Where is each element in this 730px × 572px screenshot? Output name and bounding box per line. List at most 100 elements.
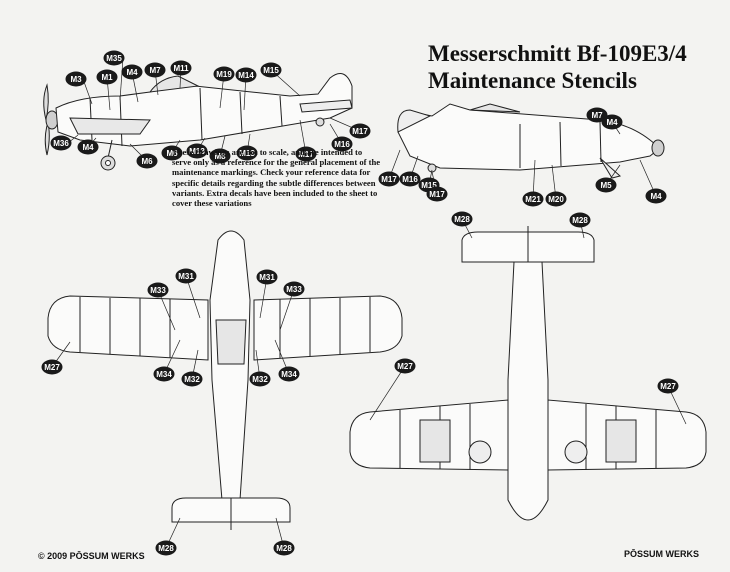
callout-bubble (121, 64, 143, 80)
underside-planform-view (349, 226, 707, 521)
callout-bubble (213, 66, 235, 82)
callout-m27-bottom: M27 (657, 378, 679, 394)
callout-label: M28 (572, 216, 588, 225)
callout-label: M32 (252, 375, 268, 384)
callout-label: M35 (106, 54, 122, 63)
callout-bubble (586, 107, 608, 123)
callout-bubble (645, 188, 667, 204)
copyright-notice: © 2009 PŌSSUM WERKS (38, 551, 145, 561)
callout-bubble (657, 378, 679, 394)
scale-disclaimer-note: These drawings are not to scale, and are… (172, 147, 381, 209)
callout-bubble (595, 177, 617, 193)
callout-label: M4 (126, 68, 138, 77)
callout-bubble (50, 135, 72, 151)
callout-bubble (181, 371, 203, 387)
callout-bubble (394, 358, 416, 374)
callout-label: M3 (70, 75, 82, 84)
callout-label: M15 (421, 181, 437, 190)
callout-m7-port-side: M7 (144, 62, 166, 78)
callout-bubble (331, 136, 353, 152)
callout-m4-starboard-side: M4 (601, 114, 623, 130)
callout-label: M32 (184, 375, 200, 384)
callout-label: M16 (402, 175, 418, 184)
callout-label: M31 (259, 273, 275, 282)
callout-bubble (378, 171, 400, 187)
callout-label: M19 (216, 70, 232, 79)
callout-label: M31 (178, 272, 194, 281)
callout-bubble (236, 145, 258, 161)
callout-label: M6 (141, 157, 153, 166)
callout-bubble (283, 281, 305, 297)
callout-bubble (273, 540, 295, 556)
callout-m6-port-side: M6 (161, 145, 183, 161)
callout-bubble (144, 62, 166, 78)
callout-bubble (153, 366, 175, 382)
callout-m17-port-side: M17 (295, 146, 317, 162)
callout-label: M27 (397, 362, 413, 371)
callout-m6-port-side: M6 (136, 153, 158, 169)
callout-m32-top: M32 (181, 371, 203, 387)
callout-m4-port-side: M4 (121, 64, 143, 80)
callout-bubble (161, 145, 183, 161)
callout-label: M28 (158, 544, 174, 553)
callout-bubble (349, 123, 371, 139)
callout-label: M6 (166, 149, 178, 158)
callout-bubble (278, 366, 300, 382)
callout-label: M1 (101, 73, 113, 82)
callout-m28-bottom: M28 (451, 211, 473, 227)
callout-m33-top: M33 (147, 282, 169, 298)
callout-bubble (545, 191, 567, 207)
callout-m7-starboard-side: M7 (586, 107, 608, 123)
top-planform-view (47, 230, 403, 530)
callout-bubble (209, 148, 231, 164)
callout-bubble (136, 153, 158, 169)
callout-label: M5 (600, 181, 612, 190)
publisher-logo-text: PŌSSUM WERKS (624, 549, 700, 559)
callout-bubble (170, 60, 192, 76)
callout-m13-port-side: M13 (186, 143, 208, 159)
callout-m14-port-side: M14 (235, 67, 257, 83)
callout-m17-port-side: M17 (349, 123, 371, 139)
callout-label: M7 (591, 111, 603, 120)
callout-m32-top: M32 (249, 371, 271, 387)
callout-label: M17 (352, 127, 368, 136)
callout-m27-top: M27 (41, 359, 63, 375)
callout-bubble (522, 191, 544, 207)
callout-m33-top: M33 (283, 281, 305, 297)
callout-label: M27 (44, 363, 60, 372)
callout-m27-bottom: M27 (394, 358, 416, 374)
callout-label: M36 (53, 139, 69, 148)
callout-m8-port-side: M8 (209, 148, 231, 164)
callout-label: M4 (606, 118, 618, 127)
callout-bubble (65, 71, 87, 87)
callout-label: M17 (429, 190, 445, 199)
callout-m34-top: M34 (153, 366, 175, 382)
callout-label: M15 (263, 66, 279, 75)
callout-m15-port-side: M15 (260, 62, 282, 78)
callout-bubble (256, 269, 278, 285)
callout-bubble (601, 114, 623, 130)
callout-label: M8 (214, 152, 226, 161)
callout-m20-starboard-side: M20 (545, 191, 567, 207)
callout-m36-port-side: M36 (50, 135, 72, 151)
callout-label: M28 (276, 544, 292, 553)
callout-bubble (103, 50, 125, 66)
callout-label: M33 (150, 286, 166, 295)
callout-bubble (147, 282, 169, 298)
callout-m31-top: M31 (256, 269, 278, 285)
callout-label: M13 (189, 147, 205, 156)
callout-label: M17 (381, 175, 397, 184)
callout-m31-top: M31 (175, 268, 197, 284)
callout-bubble (295, 146, 317, 162)
callout-label: M17 (298, 150, 314, 159)
callout-label: M4 (650, 192, 662, 201)
title-line-2: Maintenance Stencils (428, 68, 637, 93)
callout-m35-port-side: M35 (103, 50, 125, 66)
callout-bubble (175, 268, 197, 284)
callout-bubble (451, 211, 473, 227)
callout-label: M13 (239, 149, 255, 158)
callout-label: M27 (660, 382, 676, 391)
callout-label: M21 (525, 195, 541, 204)
